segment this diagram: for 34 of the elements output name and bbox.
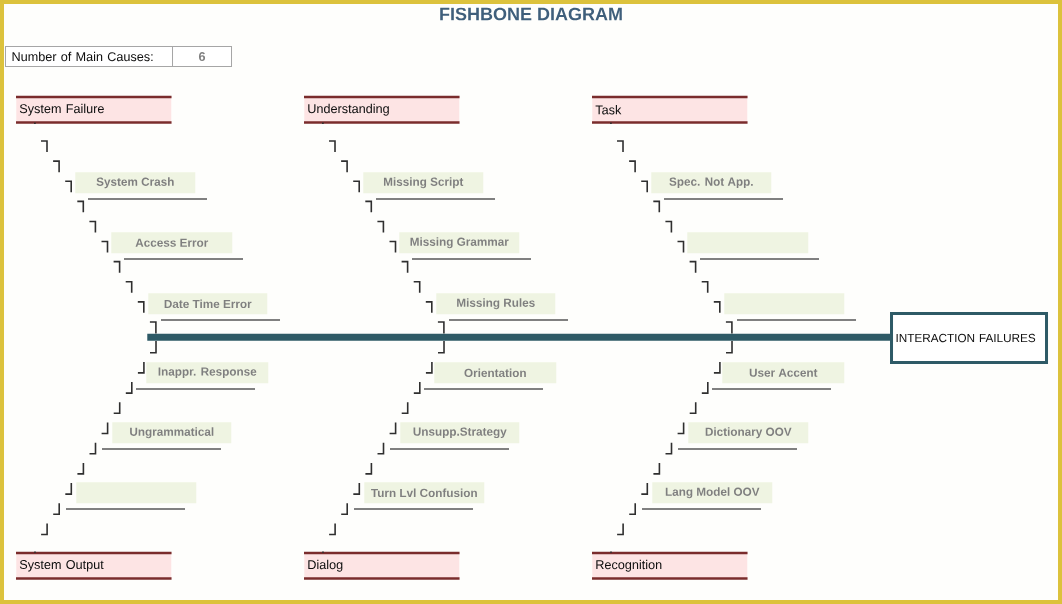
bone-marks	[322, 121, 445, 335]
spine-bar	[147, 333, 891, 341]
cause-box: Missing Grammar	[399, 232, 520, 254]
bone-marks	[610, 121, 733, 335]
bone-marks	[610, 340, 733, 554]
category-header: Recognition	[592, 551, 748, 580]
category-header: Understanding	[304, 95, 460, 124]
cause-box	[724, 293, 845, 315]
category-header: System Failure	[16, 95, 172, 124]
cause-box: Access Error	[111, 232, 233, 254]
cause-box: Lang Model OOV	[652, 482, 773, 504]
cause-box: Missing Rules	[436, 293, 556, 315]
cause-box: Inappr. Response	[146, 362, 269, 384]
cause-box: Turn Lvl Confusion	[364, 482, 485, 504]
cause-box: Date Time Error	[148, 293, 268, 315]
cause-box: Unsupp.Strategy	[400, 422, 520, 444]
cause-box: Spec. Not App.	[651, 172, 772, 194]
cause-box: Ungrammatical	[112, 422, 232, 444]
category-header: Dialog	[304, 551, 460, 580]
bone-marks	[322, 340, 445, 554]
bone-marks	[34, 340, 157, 554]
cause-box: Missing Script	[363, 172, 484, 194]
value-cell: 6	[172, 46, 232, 67]
cause-box: Dictionary OOV	[688, 422, 809, 444]
title: FISHBONE DIAGRAM	[440, 7, 622, 21]
cause-box: System Crash	[75, 172, 196, 194]
cause-box: Orientation	[434, 362, 557, 384]
category-header: System Output	[16, 551, 172, 580]
effect-box: INTERACTION FAILURES	[890, 312, 1048, 364]
cause-box	[687, 232, 809, 254]
cause-box	[76, 482, 197, 504]
category-header: Task	[592, 95, 748, 124]
cause-box: User Accent	[722, 362, 845, 384]
bone-marks	[34, 121, 157, 335]
